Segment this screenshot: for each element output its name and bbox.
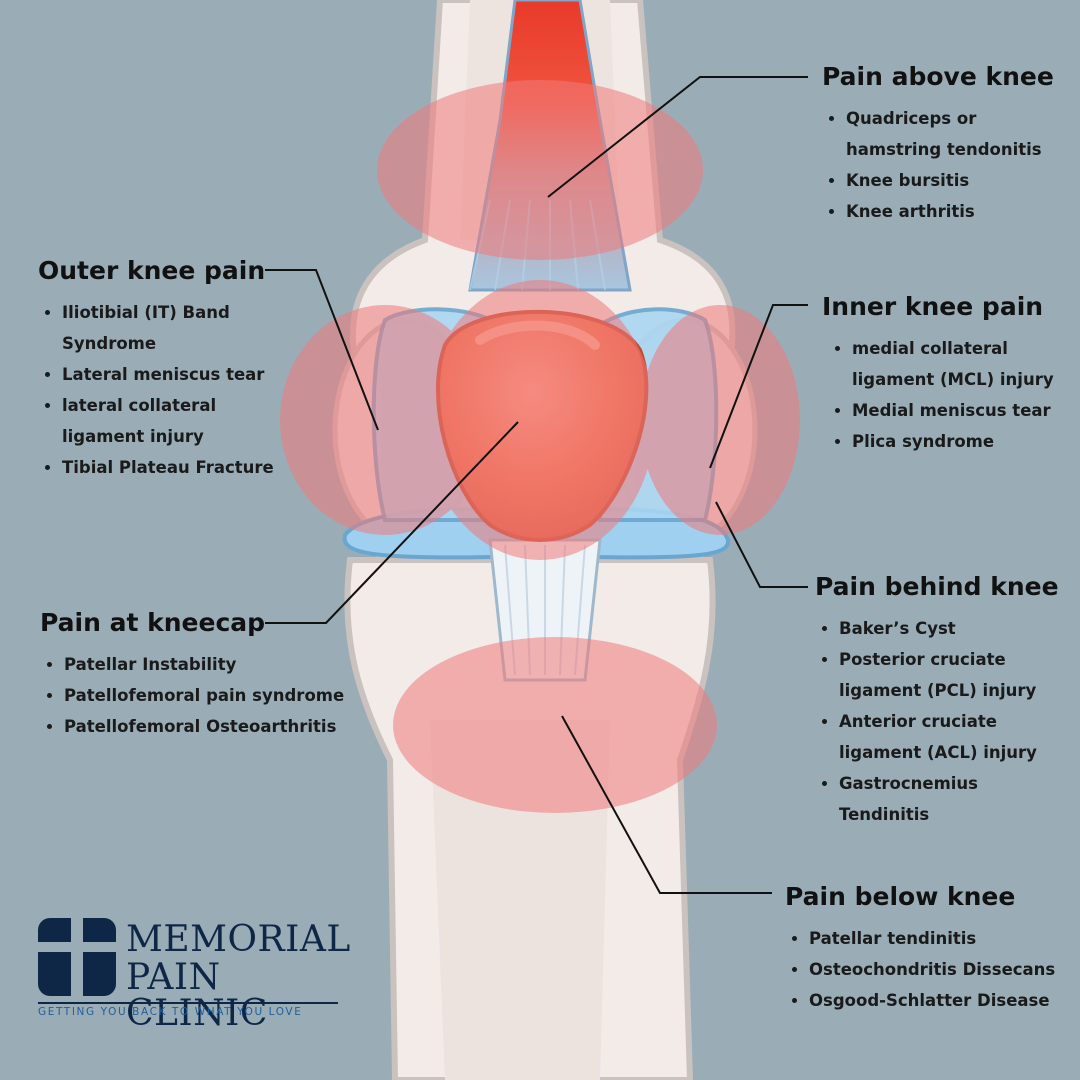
pain-above-knee-section: Pain above knee Quadriceps or hamstring … (822, 62, 1072, 227)
leader-line-above (547, 76, 808, 198)
outer-knee-pain-list: Iliotibial (IT) Band Syndrome Lateral me… (38, 297, 298, 483)
list-item: Medial meniscus tear (852, 395, 1072, 426)
list-item: Patellofemoral pain syndrome (64, 680, 360, 711)
pain-zone-kneecap (425, 280, 655, 560)
list-item: Patellar tendinitis (809, 923, 1075, 954)
cross-shield-icon (38, 918, 116, 996)
list-item: Osgood-Schlatter Disease (809, 985, 1075, 1016)
leader-line-behind (715, 501, 808, 588)
list-item: Patellofemoral Osteoarthritis (64, 711, 360, 742)
logo-divider (38, 1002, 338, 1004)
leader-lines (265, 76, 808, 894)
list-item: Knee bursitis (846, 165, 1072, 196)
list-item: Anterior cruciate ligament (ACL) injury (839, 706, 1065, 768)
logo-tagline: GETTING YOU BACK TO WHAT YOU LOVE (38, 1006, 303, 1018)
pain-above-knee-list: Quadriceps or hamstring tendonitis Knee … (822, 103, 1072, 227)
logo-text-line1: MEMORIAL (126, 919, 351, 960)
list-item: Lateral meniscus tear (62, 359, 298, 390)
list-item: medial collateral ligament (MCL) injury (852, 333, 1072, 395)
list-item: Baker’s Cyst (839, 613, 1065, 644)
pain-zones (280, 80, 800, 813)
outer-knee-pain-title: Outer knee pain (38, 256, 266, 285)
leader-line-outer (265, 269, 379, 431)
list-item: Posterior cruciate ligament (PCL) injury (839, 644, 1065, 706)
pain-above-knee-title: Pain above knee (822, 62, 1054, 91)
pain-behind-knee-section: Pain behind knee Baker’s Cyst Posterior … (815, 572, 1065, 830)
pain-zone-below (393, 637, 717, 813)
list-item: Osteochondritis Dissecans (809, 954, 1075, 985)
outer-knee-pain-section: Outer knee pain Iliotibial (IT) Band Syn… (38, 256, 298, 483)
pain-below-knee-title: Pain below knee (785, 882, 1016, 911)
leader-line-inner (709, 304, 808, 469)
inner-knee-pain-title: Inner knee pain (822, 292, 1044, 321)
pain-at-kneecap-list: Patellar Instability Patellofemoral pain… (40, 649, 360, 742)
list-item: Tibial Plateau Fracture (62, 452, 298, 483)
list-item: Quadriceps or hamstring tendonitis (846, 103, 1072, 165)
pain-zone-inner (640, 305, 800, 535)
list-item: Knee arthritis (846, 196, 1072, 227)
leader-line-kneecap (265, 421, 519, 624)
logo-text-line2: PAIN CLINIC (126, 957, 268, 1034)
pain-behind-knee-title: Pain behind knee (815, 572, 1059, 601)
inner-knee-pain-list: medial collateral ligament (MCL) injury … (822, 333, 1072, 457)
inner-knee-pain-section: Inner knee pain medial collateral ligame… (822, 292, 1072, 457)
list-item: Patellar Instability (64, 649, 360, 680)
pain-zone-above (377, 80, 703, 260)
pain-at-kneecap-title: Pain at kneecap (40, 608, 266, 637)
list-item: Gastrocnemius Tendinitis (839, 768, 1065, 830)
list-item: Plica syndrome (852, 426, 1072, 457)
list-item: lateral collateral ligament injury (62, 390, 298, 452)
list-item: Iliotibial (IT) Band Syndrome (62, 297, 298, 359)
pain-below-knee-list: Patellar tendinitis Osteochondritis Diss… (785, 923, 1075, 1016)
pain-below-knee-section: Pain below knee Patellar tendinitis Oste… (785, 882, 1075, 1016)
leader-line-below (561, 715, 772, 894)
memorial-pain-clinic-logo: MEMORIAL PAIN CLINIC GETTING YOU BACK TO… (38, 918, 350, 1032)
pain-behind-knee-list: Baker’s Cyst Posterior cruciate ligament… (815, 613, 1065, 830)
pain-at-kneecap-section: Pain at kneecap Patellar Instability Pat… (40, 608, 360, 742)
